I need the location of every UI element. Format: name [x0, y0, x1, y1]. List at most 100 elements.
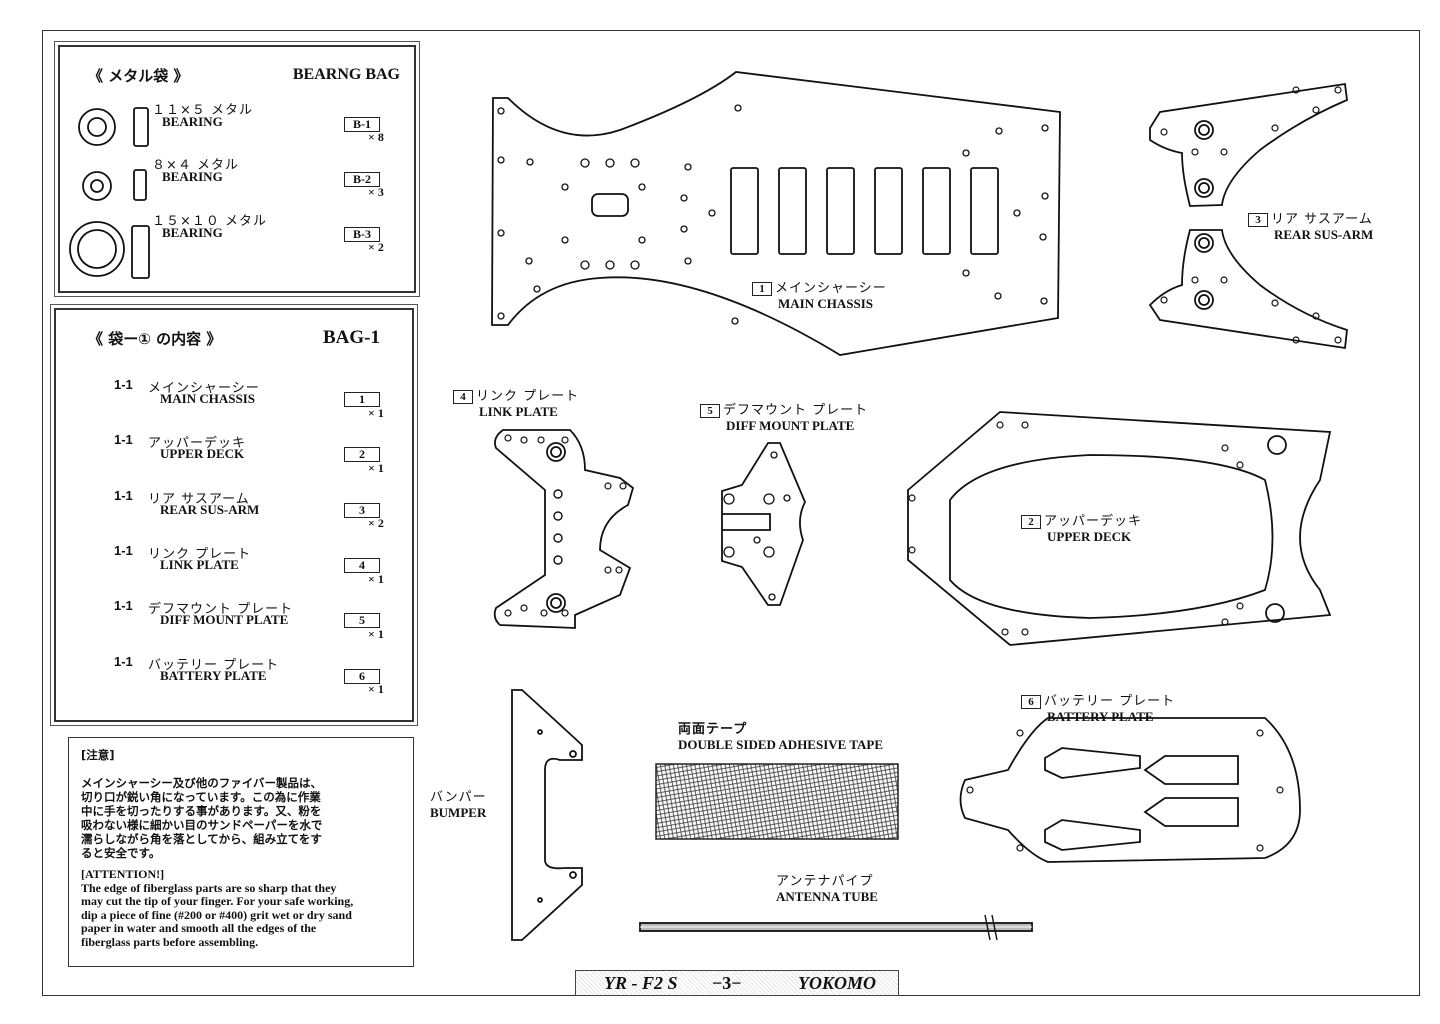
bag1-item-code: 3: [344, 503, 380, 518]
bag1-item-code: 4: [344, 558, 380, 573]
bearing-bag-title-en: BEARNG BAG: [292, 66, 400, 83]
rear-sus-arm-top-drawing: [1149, 82, 1348, 207]
bag1-item-jp: アッパーデッキ: [148, 436, 247, 451]
battery-plate-label-en: BATTERY PLATE: [1047, 709, 1154, 724]
upper-deck-drawing: [907, 411, 1332, 646]
main-chassis-holes: [497, 104, 1049, 325]
bearing-b2-qty: × 3: [368, 185, 384, 199]
diff-mount-number: 5: [700, 404, 720, 418]
main-chassis-number: 1: [752, 282, 772, 296]
antenna-label: アンテナパイプ ANTENNA TUBE: [776, 874, 878, 904]
bag1-item-jp: デフマウント プレート: [148, 602, 294, 617]
tape-label-jp: 両面テープ: [678, 722, 748, 737]
bag1-item-num: 1-1: [114, 432, 133, 447]
page-footer: YR - F2 S −3− YOKOMO: [575, 970, 899, 996]
bag1-item-qty: × 1: [368, 627, 384, 641]
caution-line-jp: ると安全です。: [81, 846, 161, 860]
attention-line: may cut the tip of your finger. For your…: [81, 894, 354, 908]
bag1-title-jp: 《 袋ー① の内容 》: [88, 330, 222, 348]
bearing-b3-icon: [69, 221, 150, 279]
bag1-item-jp: バッテリー プレート: [148, 658, 280, 673]
bag1-title-en: BAG-1: [323, 327, 380, 348]
bearing-bag-title-jp: 《 メタル袋 》: [88, 67, 189, 85]
battery-plate-drawing: [959, 717, 1301, 863]
bag1-item-jp: リア サスアーム: [148, 492, 250, 507]
rear-sus-arm-label-en: REAR SUS-ARM: [1274, 227, 1374, 242]
bag1-item-en: MAIN CHASSIS: [160, 391, 255, 406]
bag1-item-code: 6: [344, 669, 380, 684]
caution-line-jp: 中に手を切ったりする事があります。又、粉を: [81, 804, 322, 818]
bag1-item-num: 1-1: [114, 488, 133, 503]
bumper-drawing: [511, 689, 583, 941]
bag1-item-en: UPPER DECK: [160, 446, 245, 461]
bag1-item-code: 5: [344, 613, 380, 628]
attention-line: fiberglass parts before assembling.: [81, 934, 259, 949]
bumper-label: バンパー BUMPER: [430, 790, 487, 820]
bearing-b1-size: １１×５ メタル: [152, 103, 254, 118]
bearing-b2-size: ８×４ メタル: [152, 158, 240, 173]
bearing-bag-panel: 《 メタル袋 》 BEARNG BAG １１×５ メタル BEARING B-1…: [54, 41, 420, 297]
bag1-item-code: 2: [344, 447, 380, 462]
bearing-b2-name: BEARING: [162, 169, 223, 184]
bag1-item-en: LINK PLATE: [160, 557, 239, 572]
battery-plate-number: 6: [1021, 695, 1041, 709]
caution-line-jp: 切り口が鋭い角になっています。この為に作業: [81, 790, 321, 804]
diff-mount-label-en: DIFF MOUNT PLATE: [726, 418, 855, 433]
antenna-label-en: ANTENNA TUBE: [776, 889, 878, 904]
battery-plate-label-jp: バッテリー プレート: [1044, 694, 1176, 709]
bag1-item-num: 1-1: [114, 377, 133, 392]
link-plate-number: 4: [453, 390, 473, 404]
bag1-item-en: DIFF MOUNT PLATE: [160, 612, 289, 627]
bearing-b3-code: B-3: [344, 227, 380, 242]
antenna-tube-drawing: [639, 914, 1033, 941]
main-chassis-drawing: [491, 71, 1061, 356]
upper-deck-number: 2: [1021, 515, 1041, 529]
bumper-label-en: BUMPER: [430, 805, 487, 820]
caution-title-jp: [注意]: [81, 748, 115, 762]
bearing-b3-name: BEARING: [162, 225, 223, 240]
antenna-label-jp: アンテナパイプ: [776, 874, 874, 889]
footer-model: YR - F2 S: [604, 973, 678, 993]
link-plate-label-jp: リンク プレート: [476, 389, 580, 404]
main-chassis-label-en: MAIN CHASSIS: [778, 296, 873, 311]
bag1-panel: 《 袋ー① の内容 》 BAG-1 1-1 メインシャーシー MAIN CHAS…: [50, 304, 418, 726]
bearing-b1-qty: × 8: [368, 130, 384, 144]
caution-line-jp: メインシャーシー及び他のファイバー製品は、: [81, 776, 323, 790]
bag1-item-qty: × 2: [368, 516, 384, 530]
bag1-item-num: 1-1: [114, 654, 133, 669]
caution-line-jp: 吸わない様に細かい目のサンドペーパーを水で: [81, 818, 323, 832]
main-chassis-label-jp: メインシャーシー: [775, 281, 887, 296]
rear-sus-arm-bottom-drawing: [1148, 229, 1348, 350]
bag1-item-num: 1-1: [114, 598, 133, 613]
link-plate-label-en: LINK PLATE: [479, 404, 558, 419]
bearing-b3-size: １５×１０ メタル: [152, 214, 268, 229]
bearing-b1-icon: [78, 107, 149, 147]
bearing-b2-code: B-2: [344, 172, 380, 187]
bag1-item-num: 1-1: [114, 543, 133, 558]
upper-deck-label-jp: アッパーデッキ: [1044, 514, 1143, 529]
diff-mount-drawing: [721, 442, 806, 606]
bag1-item-qty: × 1: [368, 406, 384, 420]
footer-page-number: −3−: [712, 973, 742, 993]
caution-line-jp: 濡らしながら角を落としてから、組み立てをす: [81, 832, 322, 846]
caution-panel: [注意] メインシャーシー及び他のファイバー製品は、 切り口が鋭い角になっていま…: [68, 737, 414, 967]
tape-label-en: DOUBLE SIDED ADHESIVE TAPE: [678, 737, 884, 752]
attention-line: paper in water and smooth all the edges …: [81, 921, 317, 935]
link-plate-drawing: [493, 429, 635, 629]
bearing-b1-code: B-1: [344, 117, 380, 132]
footer-brand: YOKOMO: [798, 973, 877, 993]
tape-label: 両面テープ DOUBLE SIDED ADHESIVE TAPE: [678, 722, 883, 752]
bag1-item-jp: メインシャーシー: [148, 381, 260, 396]
attention-title: [ATTENTION!]: [81, 867, 165, 881]
bearing-b2-icon: [82, 169, 147, 201]
upper-deck-label-en: UPPER DECK: [1047, 529, 1132, 544]
adhesive-tape-drawing: [655, 763, 899, 840]
bag1-item-en: REAR SUS-ARM: [160, 502, 260, 517]
bearing-b3-qty: × 2: [368, 240, 384, 254]
